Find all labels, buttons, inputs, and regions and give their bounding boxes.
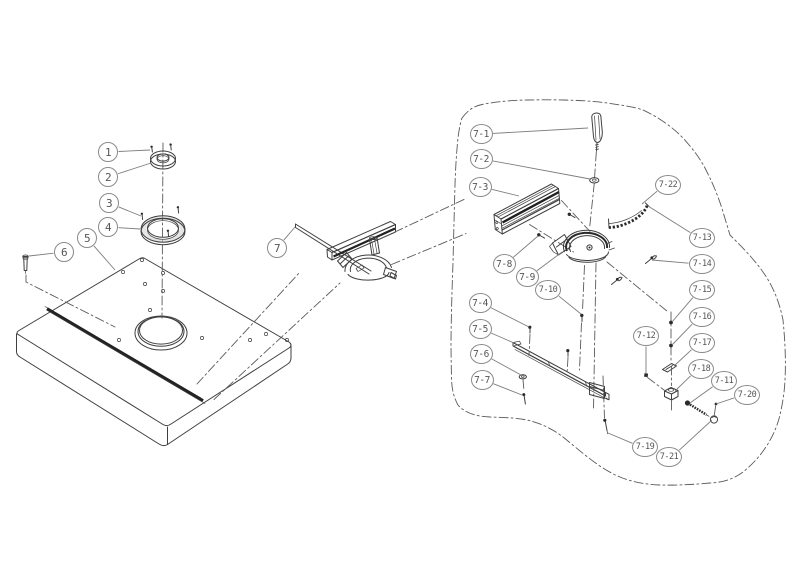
leader-lines (28, 127, 735, 451)
callout-7-11: 7-11 (711, 371, 737, 391)
leader-7-11 (689, 386, 713, 404)
leader-7 (283, 226, 296, 241)
callout-7-3: 7-3 (468, 177, 492, 197)
miter-gauge-head (344, 254, 392, 272)
leader-3 (118, 206, 142, 217)
stop-plate-and-screw (589, 382, 608, 435)
stud-head (684, 400, 691, 406)
fence-mount-screws (529, 200, 591, 253)
clip-plate (662, 363, 677, 373)
leader-7-19 (607, 432, 633, 444)
callout-7-21: 7-21 (656, 447, 682, 467)
callout-7-4: 7-4 (468, 293, 492, 313)
leader-7-7 (493, 383, 523, 396)
leader-7-3 (491, 188, 520, 197)
body-centerlines (579, 262, 605, 419)
leader-7-16 (671, 323, 693, 346)
leader-7-10 (558, 295, 582, 315)
table-pin (22, 254, 116, 328)
angle-scale (608, 202, 650, 229)
callout-7-18: 7-18 (688, 359, 714, 379)
leader-2 (117, 162, 152, 175)
fence-extrusion (493, 183, 561, 235)
thumb-screws (611, 255, 657, 285)
leader-1 (118, 149, 151, 152)
pivot-stud-parts (644, 373, 719, 424)
leader-7-20 (715, 397, 735, 405)
handle-washer (589, 177, 600, 184)
leader-7-13 (647, 205, 691, 234)
callout-4: 4 (98, 217, 118, 237)
callout-7-2: 7-2 (469, 149, 493, 169)
callout-7-19: 7-19 (632, 437, 658, 457)
callout-7-9: 7-9 (515, 267, 539, 287)
square-nut (664, 387, 679, 401)
leader-7-21 (678, 419, 713, 451)
leader-7-22 (641, 190, 658, 205)
leader-7-2 (492, 160, 591, 180)
leader-7-6 (491, 358, 522, 376)
leader-7-8 (512, 235, 539, 258)
bar-washer (518, 374, 527, 380)
callout-3: 3 (99, 193, 119, 213)
callout-7-14: 7-14 (689, 254, 715, 274)
callout-7-20: 7-20 (734, 385, 760, 405)
leader-7-9 (536, 251, 563, 272)
callout-7-16: 7-16 (689, 307, 715, 327)
leader-7-18 (674, 375, 692, 392)
callout-6: 6 (54, 242, 74, 262)
callout-7-1: 7-1 (469, 124, 493, 144)
leader-7-5 (490, 332, 515, 344)
callout-7-13: 7-13 (689, 228, 715, 248)
detail-boundary (450, 99, 786, 486)
leader-7-17 (673, 349, 692, 367)
protractor-body (549, 229, 615, 263)
leader-4 (118, 227, 141, 230)
callout-7-22: 7-22 (655, 175, 681, 195)
leader-6 (28, 252, 54, 257)
clamp-axis-parts (606, 261, 679, 411)
miter-gauge-knob (369, 237, 380, 256)
callout-2: 2 (98, 167, 118, 187)
table-top (16, 142, 292, 447)
projection-lines (196, 198, 467, 400)
ball-knob (709, 415, 719, 424)
lock-handle (591, 112, 603, 152)
handle-axis (589, 151, 597, 227)
callout-7: 7 (267, 238, 287, 258)
leader-5 (93, 245, 116, 271)
callout-7-7: 7-7 (470, 370, 494, 390)
miter-gauge-bar (295, 223, 372, 275)
callout-7-10: 7-10 (535, 280, 561, 300)
miter-gauge (295, 221, 397, 281)
callout-7-8: 7-8 (492, 254, 516, 274)
leader-7-14 (651, 259, 689, 264)
callout-7-17: 7-17 (689, 333, 715, 353)
bar-screws (518, 325, 570, 405)
callout-1: 1 (98, 142, 118, 162)
leader-7-4 (490, 307, 530, 328)
callout-7-6: 7-6 (469, 344, 493, 364)
callout-7-15: 7-15 (689, 280, 715, 300)
insert-centerline (161, 142, 164, 319)
insert-ring-small (150, 143, 176, 170)
callout-7-5: 7-5 (468, 319, 492, 339)
callout-5: 5 (77, 228, 97, 248)
insert-ring-large (140, 206, 186, 246)
callout-7-12: 7-12 (633, 326, 659, 346)
leader-7-1 (492, 127, 589, 134)
leader-7-15 (671, 297, 694, 323)
table-holes (117, 258, 289, 342)
